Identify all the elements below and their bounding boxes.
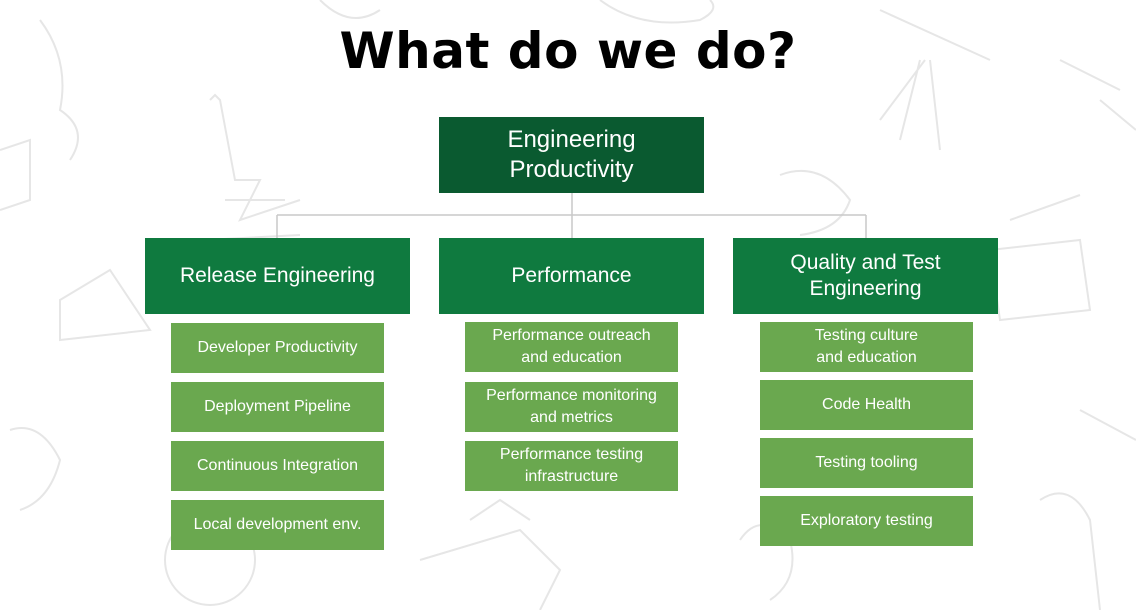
item-code-health: Code Health [760,380,973,430]
root-node-engineering-productivity: Engineering Productivity [439,117,704,193]
category-label: Quality and Test Engineering [790,251,941,300]
item-testing-tooling: Testing tooling [760,438,973,488]
item-exploratory-testing: Exploratory testing [760,496,973,546]
item-performance-testing-infrastructure: Performance testing infrastructure [465,441,678,491]
item-performance-monitoring: Performance monitoring and metrics [465,382,678,432]
category-performance: Performance [439,238,704,314]
item-label: Performance outreach and education [492,327,651,366]
item-label: Performance testing infrastructure [499,446,644,485]
category-quality-test-engineering: Quality and Test Engineering [733,238,998,314]
item-testing-culture: Testing culture and education [760,322,973,372]
item-continuous-integration: Continuous Integration [171,441,384,491]
category-label: Performance [511,264,632,287]
item-performance-outreach: Performance outreach and education [465,322,678,372]
item-label: Performance monitoring and metrics [486,387,657,426]
item-label: Testing tooling [815,454,918,471]
root-node-label: Engineering Productivity [507,126,636,183]
item-label: Exploratory testing [800,512,933,529]
item-label: Testing culture and education [814,327,919,366]
item-label: Code Health [822,396,911,413]
item-label: Local development env. [193,516,362,533]
category-release-engineering: Release Engineering [145,238,410,314]
item-local-development-env: Local development env. [171,500,384,550]
item-deployment-pipeline: Deployment Pipeline [171,382,384,432]
item-developer-productivity: Developer Productivity [171,323,384,373]
page-title: What do we do? [339,22,797,80]
category-label: Release Engineering [180,264,375,287]
item-label: Deployment Pipeline [204,398,351,415]
item-label: Developer Productivity [197,339,358,356]
item-label: Continuous Integration [197,457,358,474]
